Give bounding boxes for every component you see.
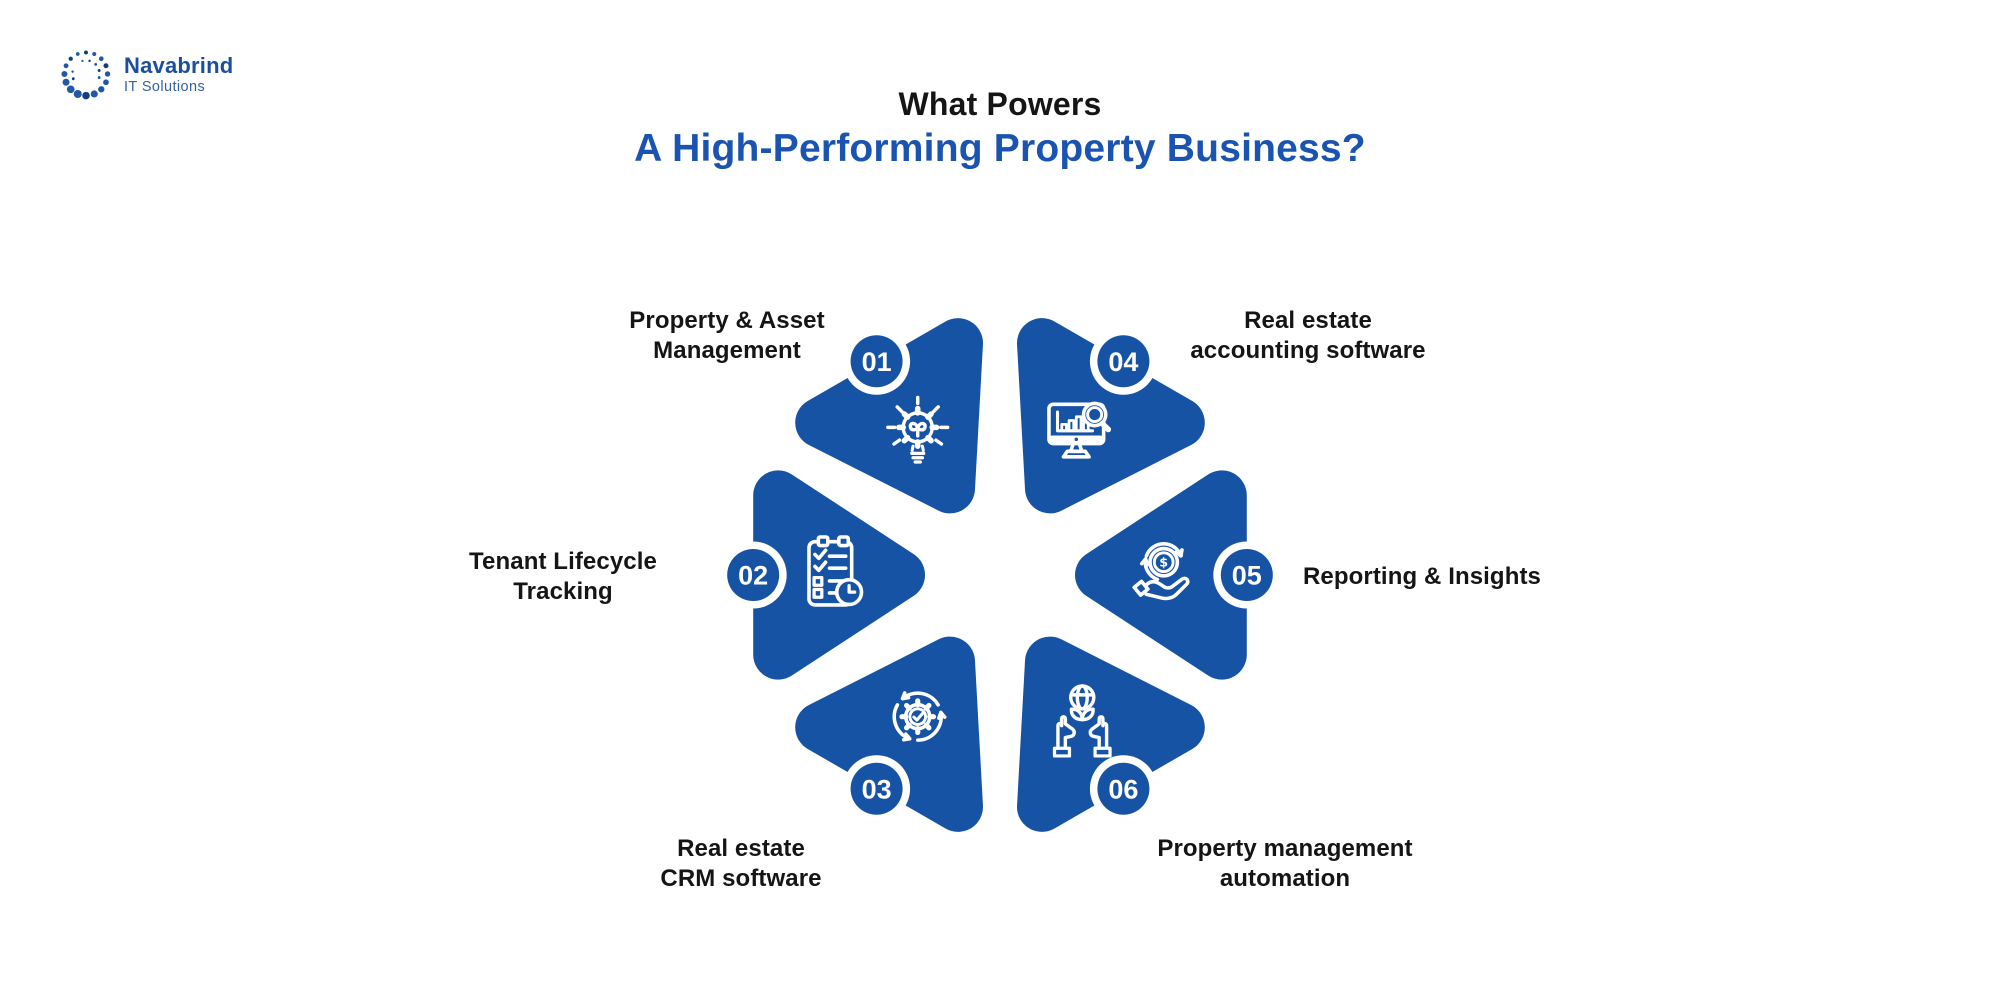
badges-layer: 01 02 03 04 05 06 xyxy=(719,327,1281,823)
segment-01-number: 01 xyxy=(862,347,892,377)
segment-06-badge xyxy=(1097,762,1150,815)
page-title: What Powers A High-Performing Property B… xyxy=(0,86,2000,172)
segment-03-number: 03 xyxy=(862,774,892,804)
logo-tagline: IT Solutions xyxy=(124,78,206,95)
segment-04-badge xyxy=(1097,335,1150,388)
segment-02-badge xyxy=(727,549,780,601)
segment-06-number: 06 xyxy=(1108,774,1138,804)
segment-02-shape xyxy=(753,470,925,680)
segment-02-number: 02 xyxy=(738,561,768,591)
segment-05-badge xyxy=(1220,549,1273,601)
segment-06-label: Property management automation xyxy=(1157,835,1413,892)
title-line2: A High-Performing Property Business? xyxy=(634,127,1366,170)
dotted-circle-logo-icon xyxy=(61,50,111,100)
segment-05-label: Reporting & Insights xyxy=(1303,563,1541,590)
logo-name: Navabrind xyxy=(124,52,234,78)
segment-04-number: 04 xyxy=(1108,347,1138,377)
segment-01-label: Property & Asset Management xyxy=(629,307,825,364)
title-line1: What Powers xyxy=(898,86,1102,122)
segment-03-label: Real estate CRM software xyxy=(660,835,822,892)
segment-01-badge xyxy=(850,335,903,388)
segment-03-badge xyxy=(850,762,903,815)
segment-05-number: 05 xyxy=(1232,561,1262,591)
navabrind-logo: Navabrind IT Solutions xyxy=(56,44,233,104)
segment-04-label: Real estate accounting software xyxy=(1190,307,1426,364)
segment-02-label: Tenant Lifecycle Tracking xyxy=(469,548,657,605)
